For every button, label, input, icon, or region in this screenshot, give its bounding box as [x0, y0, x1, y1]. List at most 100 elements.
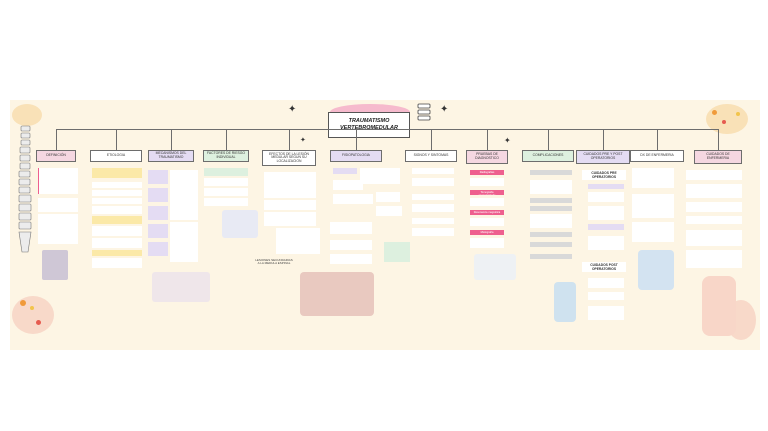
content-block	[330, 240, 372, 250]
content-block	[376, 192, 400, 202]
connector-drop	[431, 129, 432, 150]
header-complicaciones: COMPLICACIONES	[522, 150, 574, 162]
page-title: TRAUMATISMO VERTEBROMEDULAR	[328, 112, 410, 138]
content-block	[92, 182, 142, 188]
content-block	[470, 238, 504, 248]
content-block	[412, 228, 454, 236]
diagnostic-item: Mielografía	[470, 230, 504, 235]
content-block	[148, 170, 168, 184]
content-block	[384, 242, 410, 262]
spine-illustration	[18, 125, 32, 253]
content-block	[470, 218, 504, 226]
content-block	[470, 198, 504, 206]
content-block	[412, 168, 454, 174]
content-block	[333, 180, 363, 190]
connector-drop	[289, 129, 290, 150]
connector-drop	[356, 129, 357, 150]
spinal-cord-illustration	[300, 272, 374, 316]
connector-drop	[603, 129, 604, 150]
content-block	[530, 170, 572, 175]
content-block	[360, 168, 400, 184]
content-block	[148, 206, 168, 220]
content-block	[170, 170, 198, 220]
header-dx-enfermeria: DX DE ENFERMERIA	[630, 150, 684, 162]
diagnostic-item: Tomografía computarizada	[470, 190, 504, 195]
content-block	[588, 236, 624, 250]
connector-drop	[56, 129, 57, 150]
content-block	[686, 170, 742, 180]
content-block	[38, 214, 78, 244]
content-block	[204, 198, 248, 206]
content-block	[588, 192, 624, 202]
content-block	[148, 188, 168, 202]
header-pruebas: PRUEBAS DE DIAGNOSTICO	[466, 150, 508, 164]
content-block	[264, 200, 316, 210]
content-block	[204, 168, 248, 176]
content-block	[686, 216, 742, 224]
connector-drop	[116, 129, 117, 150]
content-block	[632, 168, 674, 188]
content-block	[170, 222, 198, 262]
content-block	[92, 198, 142, 204]
connector-drop	[657, 129, 658, 150]
decor-blob-top-left	[12, 104, 42, 126]
content-block	[148, 224, 168, 238]
connector-title	[369, 126, 370, 130]
content-block	[530, 214, 572, 228]
decor-dot	[30, 306, 34, 310]
content-block	[92, 226, 142, 236]
decor-dot	[712, 110, 717, 115]
header-signos: SIGNOS Y SINTOMAS	[405, 150, 457, 162]
content-block	[92, 258, 142, 268]
content-block	[204, 188, 248, 196]
content-block	[92, 168, 142, 178]
content-block	[686, 184, 742, 198]
content-block	[38, 168, 78, 194]
connector-drop	[718, 129, 719, 150]
mri-machine-illustration	[474, 254, 516, 280]
content-block	[530, 242, 572, 247]
decor-blob-bottom-left	[12, 296, 54, 334]
content-block	[530, 206, 572, 211]
content-block	[92, 190, 142, 196]
header-cuidados-enfermeria: CUIDADOS DE ENFERMERIA	[694, 150, 742, 164]
content-block	[412, 178, 454, 186]
header-fisiopatologia: FISIOPATOLOGIA	[330, 150, 382, 162]
spine-xray-image	[42, 250, 68, 280]
content-block	[412, 218, 454, 224]
content-block	[376, 206, 402, 216]
content-block	[330, 222, 372, 234]
content-block	[588, 278, 624, 288]
content-block	[204, 178, 248, 186]
sparkle-icon: ✦	[504, 136, 511, 145]
caption-lesiones: LESIONES SECUNDARIAS A LA MEDULA ESPINAL	[255, 258, 293, 266]
content-block	[588, 206, 624, 220]
content-block	[470, 178, 504, 186]
content-block	[588, 292, 624, 300]
content-block	[92, 216, 142, 224]
decor-dot	[36, 320, 41, 325]
content-block	[530, 232, 572, 237]
content-block	[632, 194, 674, 218]
decor-dot	[736, 112, 740, 116]
content-block	[632, 222, 674, 242]
content-block	[412, 204, 454, 212]
content-block	[276, 228, 320, 254]
connector-drop	[226, 129, 227, 150]
content-block	[264, 212, 316, 226]
connector-drop	[487, 129, 488, 150]
diagnostic-item: Radiografias	[470, 170, 504, 175]
whiplash-illustration	[152, 272, 210, 302]
header-efectos: EFECTOS DE LA LESIÓN MEDULAR SEGUN SU LO…	[262, 150, 316, 166]
decor-dot	[722, 120, 726, 124]
diagnostic-item: Resonancia magnética	[470, 210, 504, 215]
subheader-pre-operatorios: CUIDADOS PRE OPERATORIOS	[582, 170, 626, 180]
risk-illustration	[222, 210, 258, 238]
content-block	[530, 198, 572, 203]
subheader-post-operatorios: CUIDADOS POST OPERATORIOS	[582, 262, 626, 272]
content-block	[333, 194, 373, 204]
content-block	[148, 242, 168, 256]
content-block	[92, 250, 142, 256]
content-block	[264, 172, 316, 198]
connector-drop	[171, 129, 172, 150]
